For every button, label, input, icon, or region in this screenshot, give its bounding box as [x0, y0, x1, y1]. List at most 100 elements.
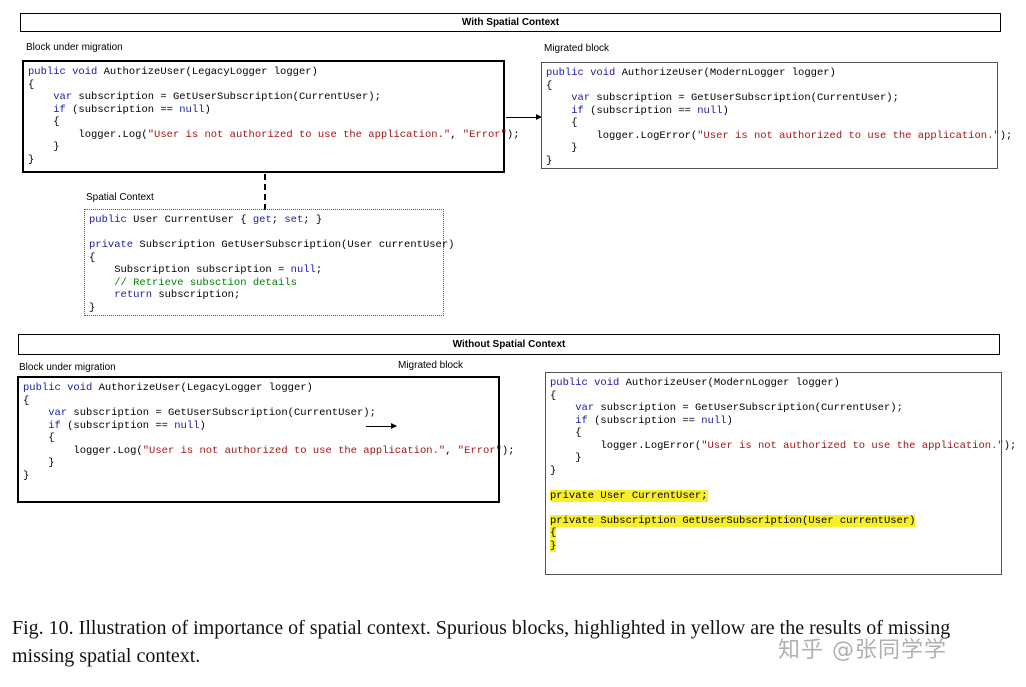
spurious-code-token: private Subscription GetUserSubscription…: [550, 514, 916, 527]
code-token: {: [550, 427, 582, 439]
spatial-context-label: Spatial Context: [86, 192, 154, 203]
code-line: Subscription subscription = null;: [89, 264, 439, 277]
code-token: }: [28, 153, 35, 166]
code-token: );: [1003, 439, 1017, 452]
code-token: subscription = GetUserSubscription(Curre…: [72, 91, 381, 103]
code-line: if (subscription == null): [550, 415, 997, 428]
code-line: // Retrieve subsction details: [89, 277, 439, 290]
code-token: set: [284, 214, 304, 226]
code-token: if: [48, 419, 61, 432]
code-token: ): [722, 104, 729, 117]
code-token: ): [204, 103, 211, 116]
code-line: public void AuthorizeUser(LegacyLogger l…: [23, 382, 494, 395]
bottom-legacy-code-block: public void AuthorizeUser(LegacyLogger l…: [17, 376, 515, 503]
code-token: if: [571, 104, 584, 117]
code-line: [550, 502, 997, 515]
code-line: {: [23, 395, 494, 408]
code-line: {: [28, 116, 499, 129]
code-token: User CurrentUser {: [126, 214, 253, 226]
code-token: {: [28, 116, 60, 128]
code-line: [89, 227, 439, 240]
code-token: "User is not authorized to use the appli…: [142, 444, 446, 457]
code-token: AuthorizeUser(ModernLogger logger): [625, 377, 840, 389]
code-line: }: [89, 302, 439, 315]
code-token: }: [550, 464, 557, 477]
code-line: return subscription;: [89, 289, 439, 302]
code-token: null: [290, 264, 316, 276]
code-line: var subscription = GetUserSubscription(C…: [550, 402, 997, 415]
code-token: "Error": [462, 128, 507, 141]
code-line: {: [23, 432, 494, 445]
code-token: private: [89, 239, 134, 251]
code-token: [23, 407, 48, 419]
code-token: ;: [271, 214, 285, 226]
code-line: private Subscription GetUserSubscription…: [550, 514, 997, 528]
code-token: subscription = GetUserSubscription(Curre…: [67, 407, 376, 419]
code-token: {: [89, 251, 96, 264]
code-token: (subscription ==: [65, 103, 180, 116]
spurious-code-token: {: [550, 527, 557, 539]
code-token: [23, 420, 48, 432]
code-token: );: [501, 444, 515, 457]
code-token: [546, 92, 571, 104]
spatial-context-connector: [264, 174, 266, 210]
code-line: [550, 477, 997, 490]
spatial-context-code-block: public User CurrentUser { get; set; } pri…: [84, 209, 454, 316]
code-line: }: [28, 141, 499, 154]
code-line: }: [546, 142, 993, 155]
code-token: ): [726, 414, 733, 427]
code-token: var: [53, 91, 73, 103]
code-token: [550, 415, 575, 427]
code-line: private Subscription GetUserSubscription…: [89, 239, 454, 252]
bottom-migrated-block-label: Migrated block: [398, 360, 464, 371]
code-token: [89, 289, 114, 301]
code-token: "User is not authorized to use the appli…: [147, 128, 451, 141]
code-line: }: [23, 470, 494, 483]
bottom-block-under-migration-label: Block under migration: [19, 362, 116, 373]
code-token: }: [23, 469, 30, 482]
code-line: }: [23, 457, 494, 470]
top-migration-arrow: [506, 114, 542, 120]
top-migrated-code-block: public void AuthorizeUser(ModernLogger l…: [541, 62, 1012, 169]
code-token: ; }: [303, 214, 323, 226]
code-line: logger.Log("User is not authorized to us…: [28, 128, 519, 142]
code-token: logger.LogError(: [550, 439, 702, 452]
code-line: }: [546, 155, 993, 168]
code-token: [28, 91, 53, 103]
code-token: {: [23, 394, 30, 407]
code-token: ): [199, 419, 206, 432]
code-line: if (subscription == null): [28, 104, 499, 117]
code-token: }: [546, 142, 578, 154]
code-token: logger.Log(: [23, 444, 143, 457]
code-token: subscription = GetUserSubscription(Curre…: [590, 92, 899, 104]
code-token: ,: [450, 128, 463, 141]
code-line: logger.LogError("User is not authorized …: [550, 439, 1016, 453]
code-token: [28, 104, 53, 116]
code-token: }: [23, 457, 55, 469]
code-token: }: [28, 141, 60, 153]
code-token: null: [174, 419, 200, 432]
code-token: public: [89, 214, 127, 226]
code-token: logger.LogError(: [546, 129, 698, 142]
code-token: );: [506, 128, 520, 141]
code-token: public void: [546, 67, 622, 79]
without-spatial-context-header: Without Spatial Context: [18, 334, 1000, 355]
code-line: public User CurrentUser { get; set; }: [89, 214, 439, 227]
code-line: var subscription = GetUserSubscription(C…: [23, 407, 494, 420]
code-line: var subscription = GetUserSubscription(C…: [546, 92, 993, 105]
code-token: if: [575, 414, 588, 427]
bottom-migration-arrow: [366, 423, 397, 429]
code-token: logger.Log(: [28, 128, 148, 141]
code-line: private User CurrentUser;: [550, 489, 997, 503]
code-token: if: [53, 103, 66, 116]
code-line: }: [550, 465, 997, 478]
code-token: (subscription ==: [583, 104, 698, 117]
code-token: Subscription subscription =: [89, 264, 291, 276]
code-token: {: [550, 389, 557, 402]
code-token: public void: [23, 382, 99, 394]
code-token: var: [571, 92, 591, 104]
code-token: {: [23, 432, 55, 444]
code-line: {: [546, 117, 993, 130]
code-line: {: [550, 427, 997, 440]
top-migrated-block-label: Migrated block: [544, 43, 610, 54]
